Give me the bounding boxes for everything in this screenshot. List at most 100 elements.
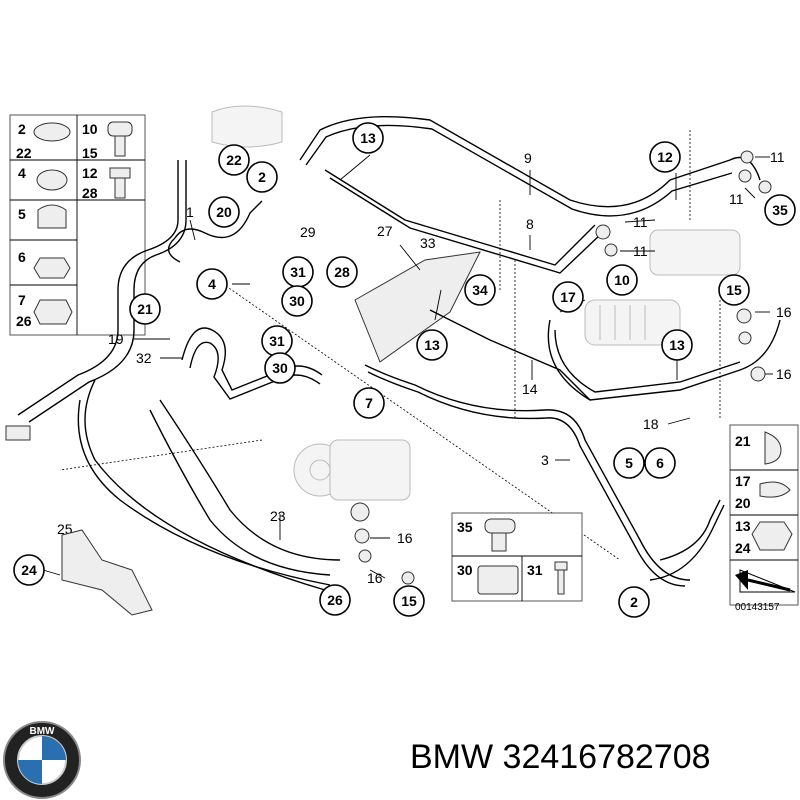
pipe-clip-icon: [37, 204, 67, 229]
callout-label: 16: [397, 530, 413, 546]
seal-ring-icon: [595, 224, 611, 240]
parts-diagram: 2 22 10 15 4 12 28 5 6 7 26: [5, 105, 799, 618]
callout-label: 31: [290, 264, 306, 280]
hex-bolt-icon: [109, 167, 131, 199]
background-components: [211, 105, 741, 501]
callout-label: 11: [729, 191, 744, 207]
callout-label: 5: [625, 455, 633, 471]
callout-label: 27: [377, 223, 393, 239]
legend-label: 35: [457, 519, 473, 535]
steering-pump-icon: [293, 439, 411, 501]
clip-icon: [764, 431, 782, 465]
stud-bolt-icon: [554, 561, 568, 595]
seal-ring-icon: [750, 366, 766, 382]
seal-ring-icon: [401, 571, 415, 585]
legend-label: 30: [457, 562, 473, 578]
callout-label: 30: [272, 360, 288, 376]
collar-nut-icon: [33, 299, 73, 325]
legend-label: 17: [735, 473, 751, 489]
seal-ring-icon: [350, 502, 370, 522]
callout-label: 24: [21, 562, 37, 578]
callout-label: 8: [526, 216, 534, 232]
callout-label: 13: [424, 337, 440, 353]
legend-left: 2 22 10 15 4 12 28 5 6 7 26: [9, 114, 146, 336]
plug-icon: [484, 518, 516, 552]
seal-ring-icon: [738, 331, 752, 345]
callout-label: 20: [216, 204, 232, 220]
callout-label: 32: [136, 350, 152, 366]
callout-label: 34: [472, 282, 488, 298]
callout-label: 4: [208, 276, 216, 292]
callout-label: 11: [633, 243, 648, 259]
callout-label: 7: [365, 395, 373, 411]
callout-label: 15: [726, 282, 742, 298]
legend-label: 28: [82, 185, 98, 201]
seal-ring-icon: [736, 308, 752, 324]
callouts-plain: 1 9 8 11 11 11 11 27 29 33 16 19 32 16 1…: [57, 149, 792, 613]
hoses: [5, 115, 781, 591]
legend-label: 5: [18, 206, 26, 222]
legend-label: 12: [82, 165, 98, 181]
callout-label: 16: [367, 570, 383, 586]
hose-end-icon: [5, 425, 31, 441]
seal-ring-icon: [358, 549, 372, 563]
legend-label: 13: [735, 518, 751, 534]
callout-label: 23: [270, 508, 286, 524]
legend-label: 7: [18, 292, 26, 308]
callout-label: 30: [289, 293, 305, 309]
band-clamp-icon: [36, 169, 68, 191]
legend-label: 21: [735, 433, 751, 449]
callout-label: 14: [522, 381, 538, 397]
legend-label: 10: [82, 121, 98, 137]
seal-ring-icon: [354, 528, 370, 544]
legend-label: 24: [735, 540, 751, 556]
callout-label: 10: [614, 272, 630, 288]
heat-shield-icon: [354, 251, 481, 363]
callout-label: 6: [656, 455, 664, 471]
callout-label: 18: [643, 416, 659, 432]
callout-label: 15: [401, 593, 417, 609]
legend-label: 20: [735, 495, 751, 511]
seal-ring-icon: [604, 243, 618, 257]
callout-label: 11: [770, 149, 785, 165]
legend-right: 21 17 20 13 24: [729, 424, 799, 606]
callout-label: 22: [226, 152, 242, 168]
callout-label: 11: [633, 214, 648, 230]
hose-clamp-icon: [33, 122, 71, 142]
legend-label: 4: [18, 165, 26, 181]
brand-part-number: BMW 32416782708: [410, 738, 711, 776]
legend-bottom: 35 30 31: [451, 512, 583, 602]
steering-rack-icon: [584, 229, 741, 346]
callout-label: 9: [524, 150, 532, 166]
callout-label: 35: [772, 202, 788, 218]
callout-label: 31: [269, 333, 285, 349]
banjo-bolt-icon: [107, 121, 133, 157]
callouts-circled: 22 2 20 13 12 35 10 31 28 4 30 34 17 15 …: [13, 122, 796, 618]
logo-letters: BMW: [30, 726, 56, 737]
callout-label: 1: [186, 204, 194, 220]
bmw-logo-icon: BMW: [3, 721, 81, 799]
callout-label: 17: [560, 289, 576, 305]
callout-label: 28: [334, 264, 350, 280]
callout-label: 33: [420, 235, 436, 251]
legend-label: 6: [18, 249, 26, 265]
legend-label: 15: [82, 145, 98, 161]
reservoir-icon: [211, 105, 283, 148]
seal-ring-icon: [740, 150, 754, 164]
callout-label: 2: [258, 169, 266, 185]
legend-label: 31: [527, 562, 543, 578]
callout-label: 26: [327, 592, 343, 608]
diagram-ref-code: 00143157: [735, 602, 780, 613]
legend-label: 26: [16, 313, 32, 329]
callout-label: 2: [630, 594, 638, 610]
bracket-icon: [61, 529, 153, 616]
bracket-clip-icon: [759, 481, 791, 498]
legend-label: 22: [16, 145, 32, 161]
nut-icon: [751, 521, 793, 551]
callout-label: 29: [300, 224, 316, 240]
callout-label: 21: [137, 301, 153, 317]
sealing-rings: [350, 150, 772, 585]
callout-label: 16: [776, 304, 792, 320]
callout-label: 19: [108, 331, 124, 347]
callout-label: 12: [657, 149, 673, 165]
